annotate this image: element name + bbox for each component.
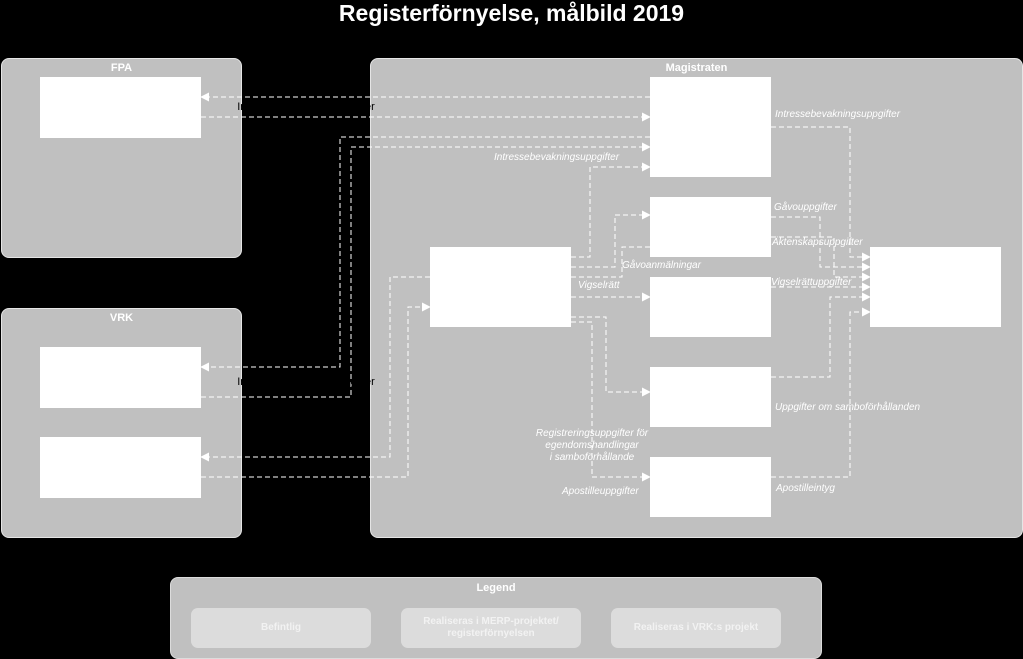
- label-fpa-intresse-uppg: Intressebevakningsuppgifter: [237, 101, 375, 113]
- label-vrk-intresse-uppg: Intressebevakningsuppgifter: [237, 376, 375, 388]
- flow-central-to-top: [571, 162, 651, 258]
- label-vigselrattuppgifter: Vigselrättuppgifter: [771, 277, 852, 288]
- legend-title: Legend: [476, 582, 516, 594]
- mag-right-box: [870, 247, 1001, 327]
- mag-central-box: [430, 247, 571, 327]
- label-mag-right-intresse: Intressebevakningsuppgifter: [775, 109, 901, 120]
- flow-sambo-to-right: [771, 292, 871, 378]
- fpa-panel: FPA: [1, 58, 242, 258]
- label-apostilleuppgifter: Apostilleuppgifter: [562, 486, 639, 497]
- legend-item-befintlig: Befintlig: [191, 608, 371, 648]
- vrk-panel-title: VRK: [109, 312, 134, 324]
- label-personuppgifter: Personuppgifter: [267, 482, 345, 494]
- vrk-panel: VRK: [1, 308, 242, 538]
- flow-vrk-intresse-fraga: [201, 142, 651, 398]
- label-aktenskap: Äktenskapsuppgifter: [772, 237, 863, 248]
- flow-central-to-apostille: [571, 321, 651, 482]
- mag-sambo-box: [650, 367, 771, 427]
- vrk-system-box-2: [40, 437, 201, 498]
- flow-central-to-sambo: [571, 316, 651, 397]
- label-gavoanmalningar: Gåvoanmälningar: [622, 260, 701, 271]
- flow-top-to-right: [771, 126, 871, 262]
- flow-gavo-to-right: [771, 216, 871, 272]
- diagram-title: Registerförnyelse, målbild 2019: [338, 0, 685, 26]
- flow-aktenskap-to-right: [771, 236, 871, 282]
- flow-andring: [200, 276, 430, 462]
- label-andring: Ändring av personuppgifter: [260, 444, 352, 469]
- mag-top-box: [650, 77, 771, 177]
- label-vrk-intresse-fraga: Intressebevakningsfråga: [246, 401, 366, 413]
- legend-item-vrk: Realiseras i VRK:s projekt: [611, 608, 781, 648]
- flow-gavo-to-central: [571, 246, 650, 278]
- fpa-panel-title: FPA: [110, 62, 133, 74]
- vrk-system-box-1: [40, 347, 201, 408]
- flow-apostille-to-right: [771, 307, 871, 478]
- label-registrering: Registreringsuppgifter för egendomshandl…: [535, 428, 649, 463]
- label-mag-intresse-uppg: Intressebevakningsuppgifter: [494, 152, 620, 163]
- fpa-system-box: [40, 77, 201, 138]
- label-gavouppgifter: Gåvouppgifter: [774, 202, 837, 213]
- mag-vigsel-box: [650, 277, 771, 337]
- legend-panel: Legend Befintlig Realiseras i MERP-proje…: [170, 577, 822, 659]
- flow-vrk-intresse-uppg: [200, 136, 650, 372]
- legend-item-merp: Realiseras i MERP-projektet/ registerför…: [401, 608, 581, 648]
- mag-apostille-box: [650, 457, 771, 517]
- label-apostilleintyg: Apostilleintyg: [776, 483, 835, 494]
- label-fpa-intresse-fraga: Intressebevakningsfråga: [246, 121, 366, 133]
- label-vigselratt: Vigselrätt: [578, 280, 620, 291]
- mag-gavo-box: [650, 197, 771, 257]
- flow-personuppgifter: [201, 302, 431, 478]
- magistraten-panel-title: Magistraten: [665, 62, 728, 74]
- flow-central-to-gavo: [571, 210, 651, 268]
- label-sambo: Uppgifter om samboförhållanden: [775, 402, 921, 413]
